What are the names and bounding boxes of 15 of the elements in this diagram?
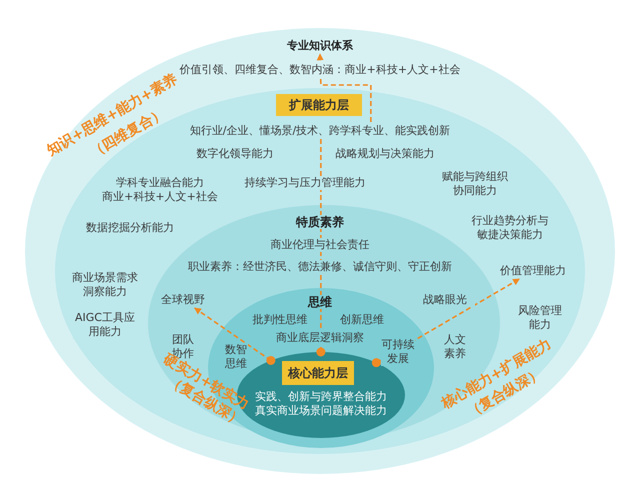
ability-text: 赋能与跨组织协同能力 (441, 170, 509, 198)
ability-text: 数智思维 (224, 343, 248, 371)
dashed-arrow (194, 307, 276, 365)
layer-heading: 专业知识体系 (268, 38, 372, 54)
ability-text: 人文素养 (444, 333, 466, 361)
ability-text: 价值管理能力 (498, 263, 568, 279)
ability-text: 风险管理能力 (518, 304, 562, 332)
trait-text: 全球视野 (158, 292, 208, 308)
ability-text: 可持续发展 (381, 338, 415, 366)
ability-text: 行业趋势分析与敏捷决策能力 (470, 214, 550, 242)
ability-text: AIGC工具应用能力 (73, 311, 137, 339)
ability-text: 商业场景需求洞察能力 (72, 271, 138, 299)
layer-tag: 扩展能力层 (276, 94, 362, 116)
layer-tag: 核心能力层 (282, 361, 354, 385)
dashed-arrow (372, 278, 520, 368)
